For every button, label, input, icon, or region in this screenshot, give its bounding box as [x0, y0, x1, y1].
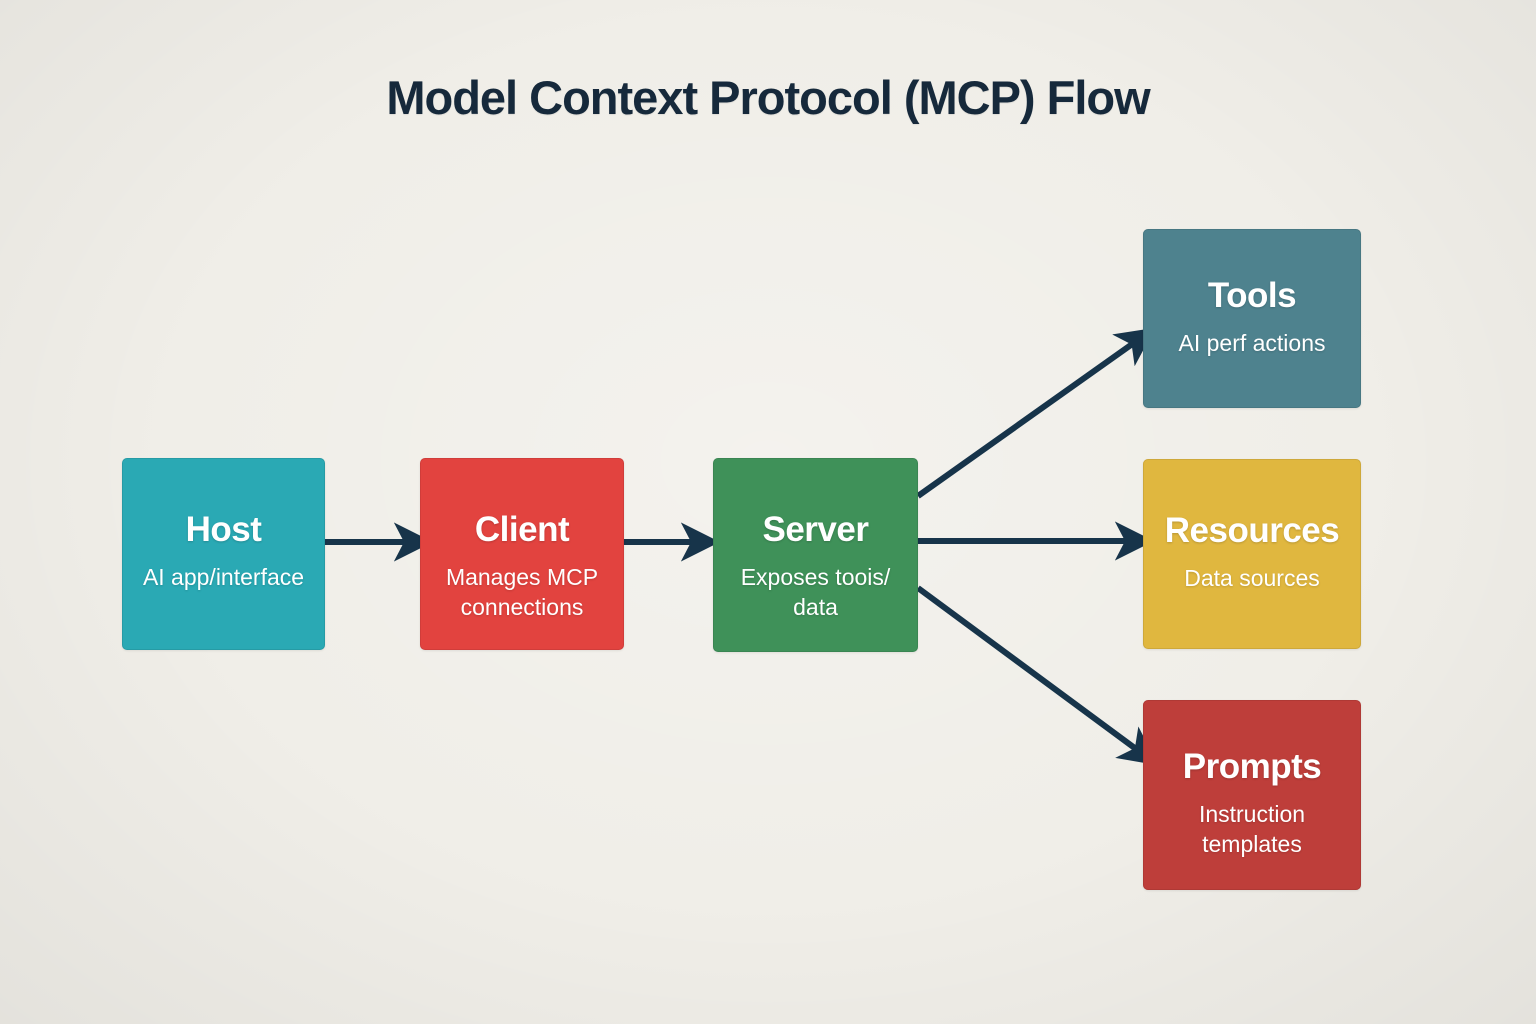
diagram-title: Model Context Protocol (MCP) Flow [386, 71, 1150, 124]
node-prompts: Prompts Instruction templates [1143, 700, 1361, 890]
node-client-sublabel: Manages MCP connections [445, 564, 599, 621]
node-server-sublabel: Exposes toois/ data [740, 564, 891, 621]
node-tools: Tools AI perf actions [1143, 229, 1361, 408]
node-resources: Resources Data sources [1143, 459, 1361, 649]
arrow-server-to-tools [916, 327, 1156, 499]
arrow-server-to-prompts [916, 585, 1159, 766]
node-prompts-label: Prompts [1182, 747, 1322, 786]
node-host-label: Host [185, 510, 262, 549]
node-tools-label: Tools [1207, 276, 1297, 315]
node-prompts-sublabel: Instruction templates [1198, 801, 1306, 858]
node-client: Client Manages MCP connections [420, 458, 624, 650]
node-host-sublabel: AI app/interface [142, 564, 305, 591]
node-host: Host AI app/interface [122, 458, 325, 650]
node-server: Server Exposes toois/ data [713, 458, 918, 652]
node-server-label: Server [762, 510, 869, 549]
node-resources-sublabel: Data sources [1184, 565, 1320, 592]
node-tools-sublabel: AI perf actions [1178, 330, 1326, 357]
node-resources-label: Resources [1164, 511, 1340, 550]
node-client-label: Client [474, 510, 570, 549]
